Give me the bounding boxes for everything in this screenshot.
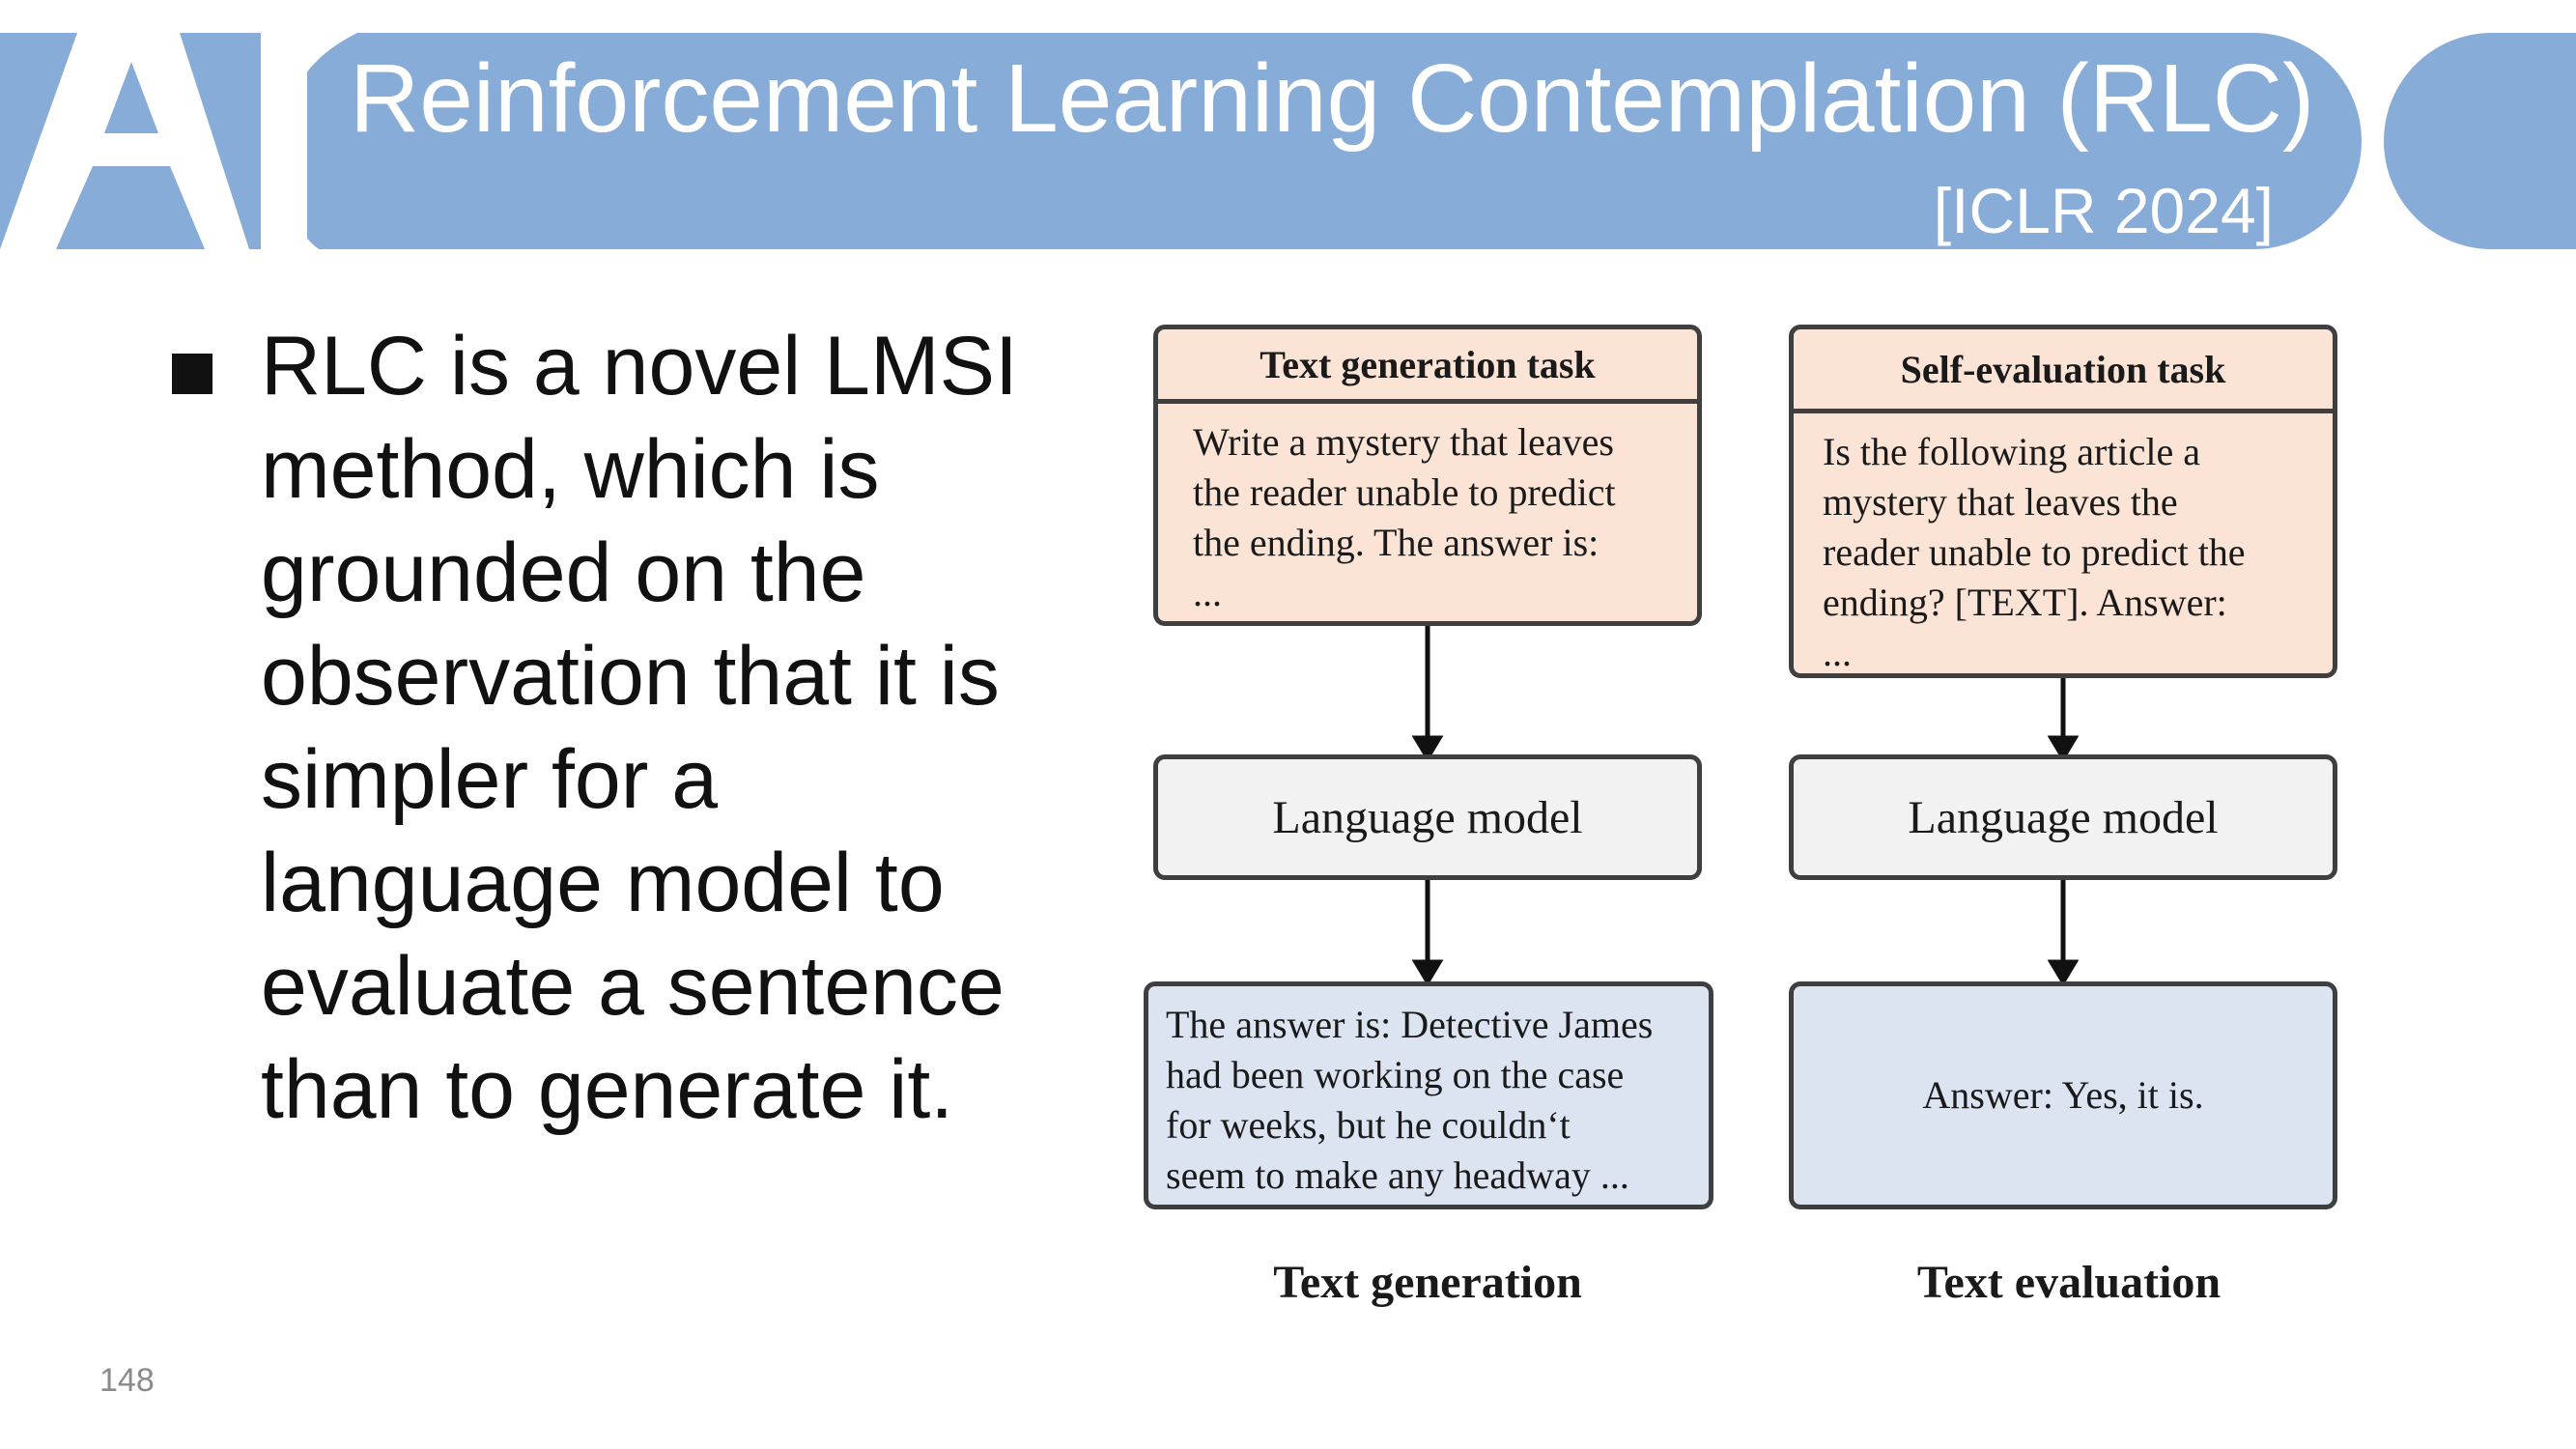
language-model-box-left: Language model [1153,754,1702,880]
evaluation-output-box: Answer: Yes, it is. [1789,981,2337,1209]
task-line: ... [1193,571,1222,614]
output-line: for weeks, but he couldn‘t [1166,1103,1571,1147]
arrow-left-task-to-model-head [1411,735,1444,762]
text-generation-task-box: Text generation task Write a mystery tha… [1153,325,1702,626]
slide-title: Reinforcement Learning Contemplation (RL… [350,44,2315,153]
task-line: ending? [TEXT]. Answer: [1823,581,2227,624]
task-line: reader unable to predict the [1823,530,2246,574]
task-line: ... [1823,631,1852,674]
self-evaluation-task-title: Self-evaluation task [1794,329,2333,413]
output-line: had been working on the case [1166,1053,1625,1096]
output-line: seem to make any headway ... [1166,1153,1629,1197]
arrow-left-model-to-output-head [1411,959,1444,986]
bullet-text: RLC is a novel LMSI method, which is gro… [261,320,1018,1136]
logo-ai-icon [0,33,357,249]
arrow-right-task-to-model-head [2047,735,2080,762]
caption-text-generation: Text generation [1273,1257,1582,1308]
header-banner [0,33,2362,249]
output-line: The answer is: Detective James [1166,1003,1654,1046]
arrow-right-model-to-output-head [2047,959,2080,986]
text-generation-task-body: Write a mystery that leaves the reader u… [1158,404,1697,618]
task-line: Write a mystery that leaves [1193,420,1614,464]
generated-text-output-box: The answer is: Detective James had been … [1144,981,1713,1209]
language-model-label: Language model [1908,791,2219,843]
language-model-label: Language model [1272,791,1583,843]
task-line: the reader unable to predict [1193,470,1616,514]
bullet-marker [172,354,212,394]
task-line: the ending. The answer is: [1193,521,1599,564]
header-side-decoration [2384,33,2576,249]
caption-text-evaluation: Text evaluation [1916,1257,2222,1308]
self-evaluation-task-box: Self-evaluation task Is the following ar… [1789,325,2337,678]
venue-label: [ICLR 2024] [1933,175,2274,246]
evaluation-output-text: Answer: Yes, it is. [1922,1073,2204,1117]
page-number: 148 [99,1362,155,1399]
self-evaluation-task-body: Is the following article a mystery that … [1794,413,2333,674]
task-line: mystery that leaves the [1823,480,2178,524]
task-line: Is the following article a [1823,430,2200,473]
language-model-box-right: Language model [1789,754,2337,880]
text-generation-task-title: Text generation task [1158,329,1697,404]
